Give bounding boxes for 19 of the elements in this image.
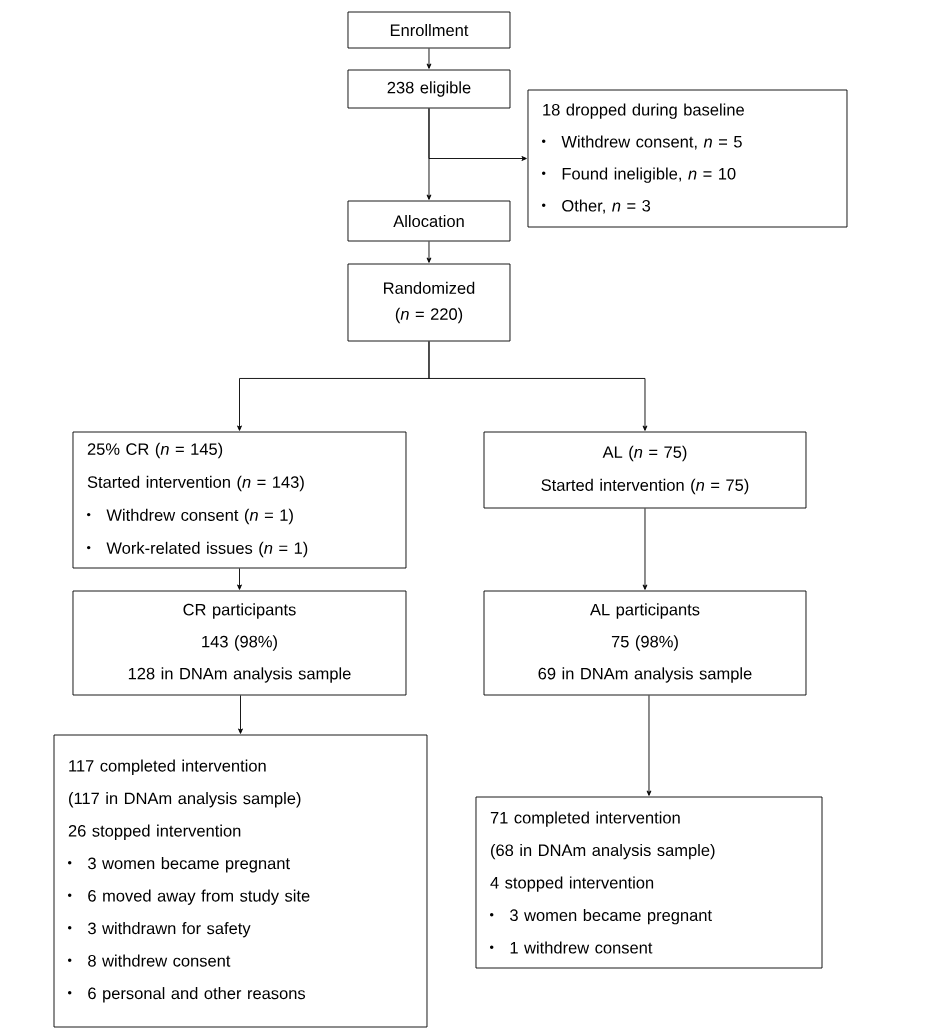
process-box: 238 eligible [347, 69, 511, 109]
outcome-box: 117 completed intervention (117 in DNAm analysis sample) 26 stopped intervention 3 women became pregnant 6 moved away from study site 3 withdrawn for safety 8 withdrew consent 6 personal and other reasons [53, 734, 428, 1028]
outcome-box: 71 completed intervention (68 in DNAm analysis sample) 4 stopped intervention 3 women became pregnant 1 withdrew consent [475, 796, 823, 969]
arrow [428, 108, 527, 161]
group-box: 25% CR (n = 145) Started intervention (n = 143) Withdrew consent (n = 1) Work-related issues (n = 1) [72, 431, 407, 569]
exclusion-box: 18 dropped during baseline Withdrew consent, n = 5 Found ineligible, n = 10 Other, n = 3 [527, 89, 848, 228]
arrow [237, 568, 242, 590]
arrow [238, 695, 243, 734]
arrow [642, 508, 648, 590]
process-box: Enrollment [347, 11, 511, 49]
participants-box: AL participants 75 (98%) 69 in DNAm analysis sample [483, 590, 807, 696]
arrow [428, 341, 648, 431]
arrow [646, 695, 652, 796]
group-box: AL (n = 75) Started intervention (n = 75) [483, 431, 807, 509]
process-box: Allocation [347, 200, 511, 242]
participants-box: CR participants 143 (98%) 128 in DNAm analysis sample [72, 590, 407, 696]
process-box: Randomized (n = 220) [347, 263, 511, 342]
arrow [426, 241, 432, 263]
arrow [426, 48, 432, 69]
